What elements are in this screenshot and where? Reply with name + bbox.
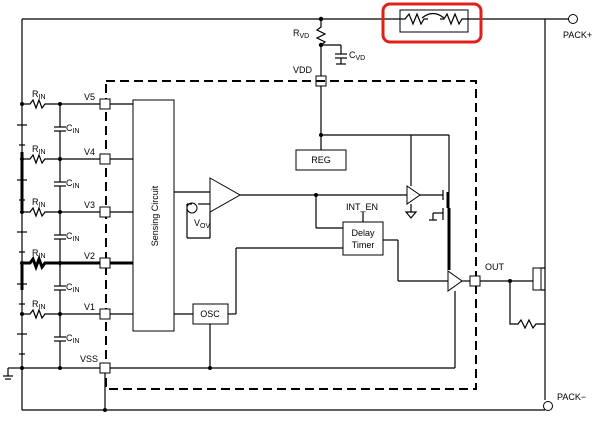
- sensing-circuit-block: [132, 99, 175, 332]
- comparator: [209, 177, 242, 213]
- vov-source: [186, 202, 198, 214]
- vdd-label: VDD: [293, 65, 313, 75]
- rin-resistor: [22, 254, 100, 272]
- input-pin-label: V3: [84, 200, 95, 210]
- input-pin-v1: [99, 308, 111, 320]
- rin-resistor: [22, 308, 100, 320]
- rin-resistor: [22, 206, 100, 218]
- input-pin-v3: [99, 206, 111, 218]
- rin-label: RIN: [32, 144, 46, 156]
- fuse-resistor-right: [440, 12, 470, 26]
- fuse-resistor-left: [395, 12, 428, 26]
- junction-dot: [103, 408, 107, 412]
- cin-label: CIN: [66, 282, 80, 294]
- input-pin-v2: [99, 257, 111, 269]
- buffer-ground: [404, 211, 418, 219]
- vov-label: VOV: [194, 218, 210, 230]
- delay-timer-block: [342, 221, 384, 256]
- rin-resistor: [22, 98, 100, 110]
- rvd-label: RVD: [293, 28, 309, 40]
- ic-boundary: [105, 80, 477, 390]
- input-pin-v5: [99, 98, 111, 110]
- pack-plus-terminal: [568, 14, 578, 24]
- vss-label: VSS: [80, 354, 98, 364]
- rin-label: RIN: [32, 197, 46, 209]
- rin-label: RIN: [32, 248, 46, 260]
- rin-resistor: [22, 153, 100, 165]
- input-pin-label: V5: [84, 92, 95, 102]
- junction-dot: [20, 366, 24, 370]
- input-pin-v4: [99, 153, 111, 165]
- cin-label: CIN: [66, 231, 80, 243]
- rin-label: RIN: [32, 299, 46, 311]
- fuse-highlight-box: [381, 2, 483, 44]
- fuse-element: [421, 12, 445, 19]
- rin-label: RIN: [32, 89, 46, 101]
- osc-label: OSC: [200, 309, 220, 319]
- fuse-component: [381, 2, 483, 44]
- cvd-label: CVD: [349, 50, 365, 62]
- cin-label: CIN: [66, 178, 80, 190]
- int-en-label: INT_EN: [346, 202, 378, 212]
- external-fet-gate: [532, 267, 542, 291]
- buffer: [406, 185, 421, 205]
- pack-minus-label: PACK−: [557, 392, 586, 402]
- junction-dot: [58, 102, 62, 106]
- delay-timer-label-1: Delay: [351, 228, 375, 238]
- input-pin-label: V2: [84, 251, 95, 261]
- pack-minus-terminal: [543, 401, 553, 411]
- out-pin: [469, 275, 481, 287]
- junction-dot: [319, 133, 323, 137]
- rvd-resistor: [315, 19, 327, 76]
- junction-dot: [20, 312, 24, 316]
- delay-timer-label-2: Timer: [352, 240, 375, 250]
- cin-label: CIN: [66, 333, 80, 345]
- out-label: OUT: [485, 262, 505, 272]
- cin-label: CIN: [66, 123, 80, 135]
- reg-label: REG: [311, 155, 331, 165]
- sensing-circuit-label: Sensing Circuit: [150, 185, 160, 246]
- junction-dot: [20, 102, 24, 106]
- vss-pin: [99, 362, 111, 374]
- out-pulldown-resistor: [509, 281, 545, 330]
- pack-plus-label: PACK+: [563, 30, 592, 40]
- input-pin-label: V4: [84, 147, 95, 157]
- output-driver: [447, 270, 463, 292]
- junction-dot: [58, 366, 62, 370]
- junction-dot: [20, 210, 24, 214]
- input-pin-label: V1: [84, 302, 95, 312]
- reg-block: [295, 149, 347, 171]
